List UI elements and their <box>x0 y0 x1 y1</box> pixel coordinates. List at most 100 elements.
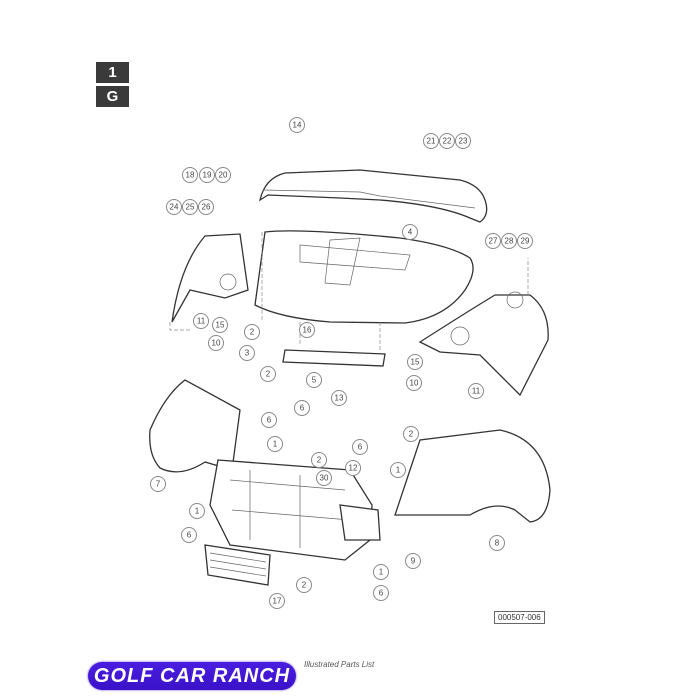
callout-10: 10 <box>406 375 422 391</box>
callout-2: 2 <box>260 366 276 382</box>
callout-number: 1 <box>195 507 200 516</box>
callout-number: 24 <box>170 203 179 212</box>
hood-part <box>254 230 474 324</box>
callout-20: 20 <box>215 167 231 183</box>
callout-number: 16 <box>303 326 312 335</box>
callout-number: 12 <box>349 464 358 473</box>
caption-text: Illustrated Parts List <box>304 660 375 669</box>
callout-21: 21 <box>423 133 439 149</box>
callout-number: 13 <box>335 394 344 403</box>
callout-number: 10 <box>410 379 419 388</box>
callout-number: 26 <box>202 203 211 212</box>
callout-number: 28 <box>505 237 514 246</box>
callout-number: 17 <box>273 597 282 606</box>
left-fender-part <box>149 379 241 473</box>
callout-6: 6 <box>181 527 197 543</box>
section-tab-number: 1 <box>96 62 129 83</box>
callout-number: 1 <box>379 568 384 577</box>
callout-13: 13 <box>331 390 347 406</box>
callout-24: 24 <box>166 199 182 215</box>
callout-number: 18 <box>186 171 195 180</box>
callout-8: 8 <box>489 535 505 551</box>
callout-number: 29 <box>521 237 530 246</box>
callout-number: 2 <box>302 581 307 590</box>
callout-11: 11 <box>468 383 484 399</box>
callout-7: 7 <box>150 476 166 492</box>
callout-1: 1 <box>390 462 406 478</box>
callout-number: 4 <box>408 228 413 237</box>
callout-3: 3 <box>239 345 255 361</box>
golf-car-ranch-logo: GOLF CAR RANCH <box>88 662 296 690</box>
callout-number: 10 <box>212 339 221 348</box>
callout-15: 15 <box>407 354 423 370</box>
callout-29: 29 <box>517 233 533 249</box>
callout-19: 19 <box>199 167 215 183</box>
headlight-part <box>339 504 381 541</box>
callout-6: 6 <box>261 412 277 428</box>
callout-6: 6 <box>373 585 389 601</box>
callout-25: 25 <box>182 199 198 215</box>
callout-6: 6 <box>352 439 368 455</box>
callout-1: 1 <box>189 503 205 519</box>
callout-16: 16 <box>299 322 315 338</box>
callout-number: 21 <box>427 137 436 146</box>
callout-number: 11 <box>197 317 206 326</box>
callout-1: 1 <box>267 436 283 452</box>
callout-number: 2 <box>409 430 414 439</box>
callout-10: 10 <box>208 335 224 351</box>
callout-23: 23 <box>455 133 471 149</box>
callout-27: 27 <box>485 233 501 249</box>
callout-2: 2 <box>296 577 312 593</box>
callout-number: 2 <box>266 370 271 379</box>
callout-number: 6 <box>187 531 192 540</box>
callout-15: 15 <box>212 317 228 333</box>
callout-number: 19 <box>203 171 212 180</box>
callout-number: 23 <box>459 137 468 146</box>
callout-5: 5 <box>306 372 322 388</box>
callout-22: 22 <box>439 133 455 149</box>
callout-number: 6 <box>300 404 305 413</box>
callout-number: 27 <box>489 237 498 246</box>
callout-number: 15 <box>411 358 420 367</box>
callout-6: 6 <box>294 400 310 416</box>
callout-18: 18 <box>182 167 198 183</box>
callout-2: 2 <box>403 426 419 442</box>
callout-number: 22 <box>443 137 452 146</box>
callout-number: 8 <box>495 539 500 548</box>
right-fender-part <box>394 429 551 523</box>
callout-11: 11 <box>193 313 209 329</box>
callout-2: 2 <box>311 452 327 468</box>
callout-28: 28 <box>501 233 517 249</box>
callout-number: 14 <box>293 121 302 130</box>
callout-number: 20 <box>219 171 228 180</box>
callout-number: 9 <box>411 557 416 566</box>
callout-number: 6 <box>358 443 363 452</box>
callout-number: 11 <box>472 387 481 396</box>
figure-id-label: 000507-006 <box>494 611 545 624</box>
callout-number: 1 <box>273 440 278 449</box>
callout-number: 7 <box>156 480 161 489</box>
callout-number: 3 <box>245 349 250 358</box>
callout-17: 17 <box>269 593 285 609</box>
callout-number: 25 <box>186 203 195 212</box>
upper-trim-part <box>259 169 488 223</box>
callout-number: 5 <box>312 376 317 385</box>
callout-4: 4 <box>402 224 418 240</box>
callout-30: 30 <box>316 470 332 486</box>
callout-26: 26 <box>198 199 214 215</box>
callout-number: 6 <box>267 416 272 425</box>
callout-number: 30 <box>320 474 329 483</box>
callout-number: 2 <box>250 328 255 337</box>
left-cowl-part <box>171 233 249 323</box>
section-tab-letter: G <box>96 86 129 107</box>
callout-12: 12 <box>345 460 361 476</box>
callout-number: 15 <box>216 321 225 330</box>
callout-14: 14 <box>289 117 305 133</box>
callout-1: 1 <box>373 564 389 580</box>
callout-9: 9 <box>405 553 421 569</box>
bracket-part <box>282 349 386 367</box>
callout-number: 6 <box>379 589 384 598</box>
callout-number: 2 <box>317 456 322 465</box>
callout-number: 1 <box>396 466 401 475</box>
